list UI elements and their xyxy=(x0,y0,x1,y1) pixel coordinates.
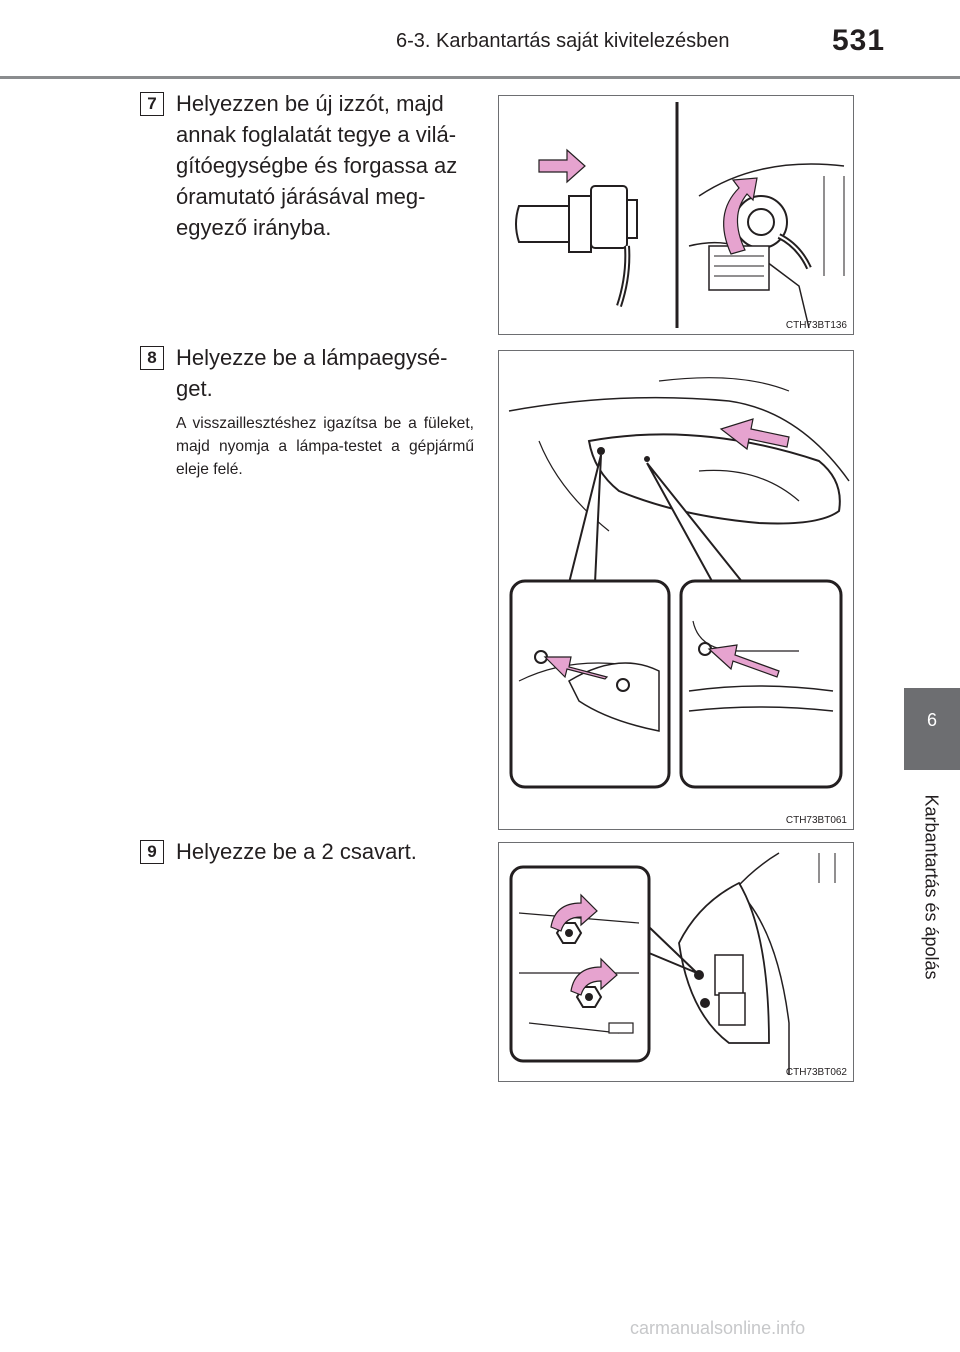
step-9-line: Helyezze be a 2 csavart. xyxy=(176,839,417,864)
screws-install-illustration xyxy=(509,852,836,1075)
step-number-8: 8 xyxy=(140,346,164,370)
chapter-title: Karbantartás és ápolás xyxy=(921,794,942,980)
lamp-install-illustration xyxy=(508,377,850,789)
step-9-text: Helyezze be a 2 csavart. xyxy=(176,836,476,867)
step-8-note: A visszaillesztéshez igazítsa be a fülek… xyxy=(176,415,474,478)
figure-code: CTH73BT136 xyxy=(785,320,847,331)
figure-code: CTH73BT062 xyxy=(785,1067,847,1078)
chapter-number: 6 xyxy=(926,710,937,730)
figure-lamp-install: CTH73BT061 xyxy=(498,350,854,830)
step-8-text: Helyezze be a lámpaegysé- get. xyxy=(176,342,476,404)
step-8-line: Helyezze be a lámpaegysé- xyxy=(176,345,448,370)
page-number: 531 xyxy=(832,24,886,57)
figure-code: CTH73BT061 xyxy=(785,815,847,826)
section-title: 6-3. Karbantartás saját kivitelezésben xyxy=(396,30,730,52)
bulb-install-illustration xyxy=(515,102,845,329)
figure-bulb-install: CTH73BT136 xyxy=(498,95,854,335)
step-number-9: 9 xyxy=(140,840,164,864)
step-7-text: Helyezzen be új izzót, majd annak foglal… xyxy=(176,88,476,243)
figure-screws-install: CTH73BT062 xyxy=(498,842,854,1082)
step-7-line: Helyezzen be új izzót, majd xyxy=(176,91,444,116)
step-7-line: óramutató járásával meg- xyxy=(176,184,426,209)
step-7-line: egyező irányba. xyxy=(176,215,332,240)
step-7-line: gítóegységbe és forgassa az xyxy=(176,153,458,178)
watermark: carmanualsonline.info xyxy=(630,1318,806,1338)
step-number-7: 7 xyxy=(140,92,164,116)
header-divider xyxy=(0,76,960,79)
chapter-tab: 6 xyxy=(904,688,960,770)
step-8-line: get. xyxy=(176,376,213,401)
chapter-title-vertical: Karbantartás és ápolás xyxy=(915,778,947,996)
step-7-line: annak foglalatát tegye a vilá- xyxy=(176,122,457,147)
